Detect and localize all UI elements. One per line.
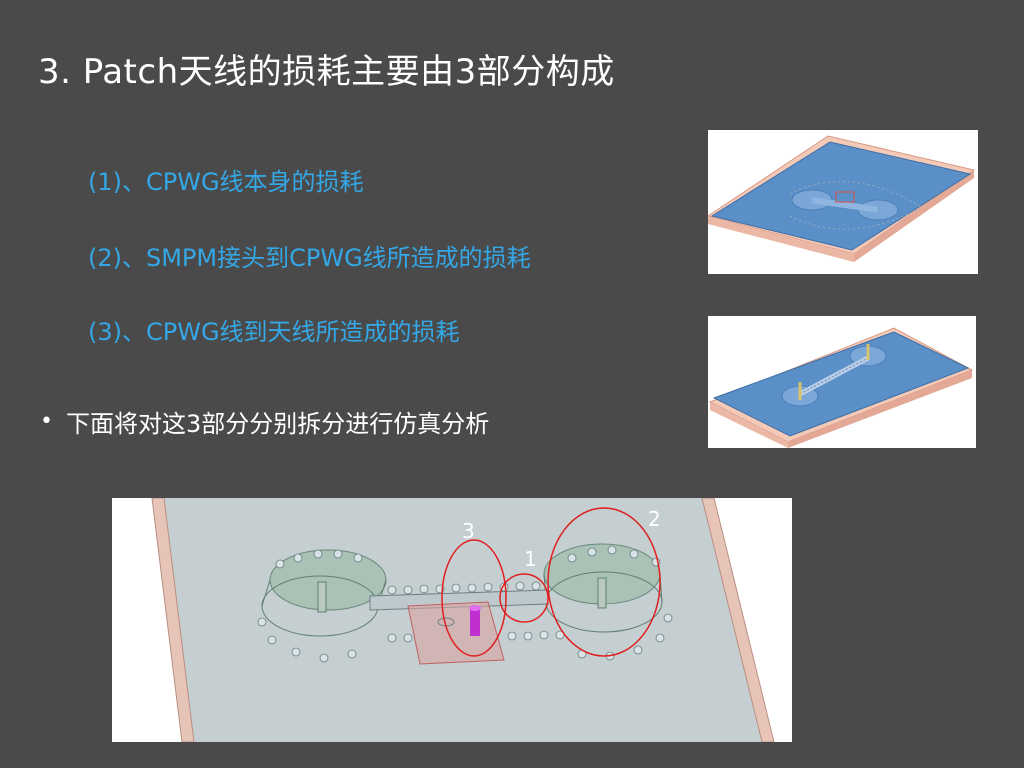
- bullet-line: • 下面将对这3部分分别拆分进行仿真分析: [40, 404, 489, 439]
- loss-item-3: (3)、CPWG线到天线所造成的损耗: [88, 318, 460, 346]
- slide-title: 3. Patch天线的损耗主要由3部分构成: [38, 52, 615, 92]
- annotation-label-2: 2: [648, 507, 661, 531]
- annotated-board-figure: 3 1 2: [112, 498, 792, 742]
- board-render-1: [708, 130, 978, 274]
- board-render-1-svg: [708, 135, 976, 262]
- loss-item-1: (1)、CPWG线本身的损耗: [88, 168, 364, 196]
- bullet-dot-icon: •: [40, 409, 53, 434]
- loss-item-2: (2)、SMPM接头到CPWG线所造成的损耗: [88, 244, 531, 272]
- board-render-2: [708, 316, 976, 448]
- annotation-label-1: 1: [524, 547, 537, 571]
- annotated-board-svg: 3 1 2: [151, 498, 775, 742]
- annotation-label-3: 3: [462, 519, 475, 543]
- bullet-text: 下面将对这3部分分别拆分进行仿真分析: [66, 410, 490, 438]
- board-render-2-svg: [708, 327, 974, 448]
